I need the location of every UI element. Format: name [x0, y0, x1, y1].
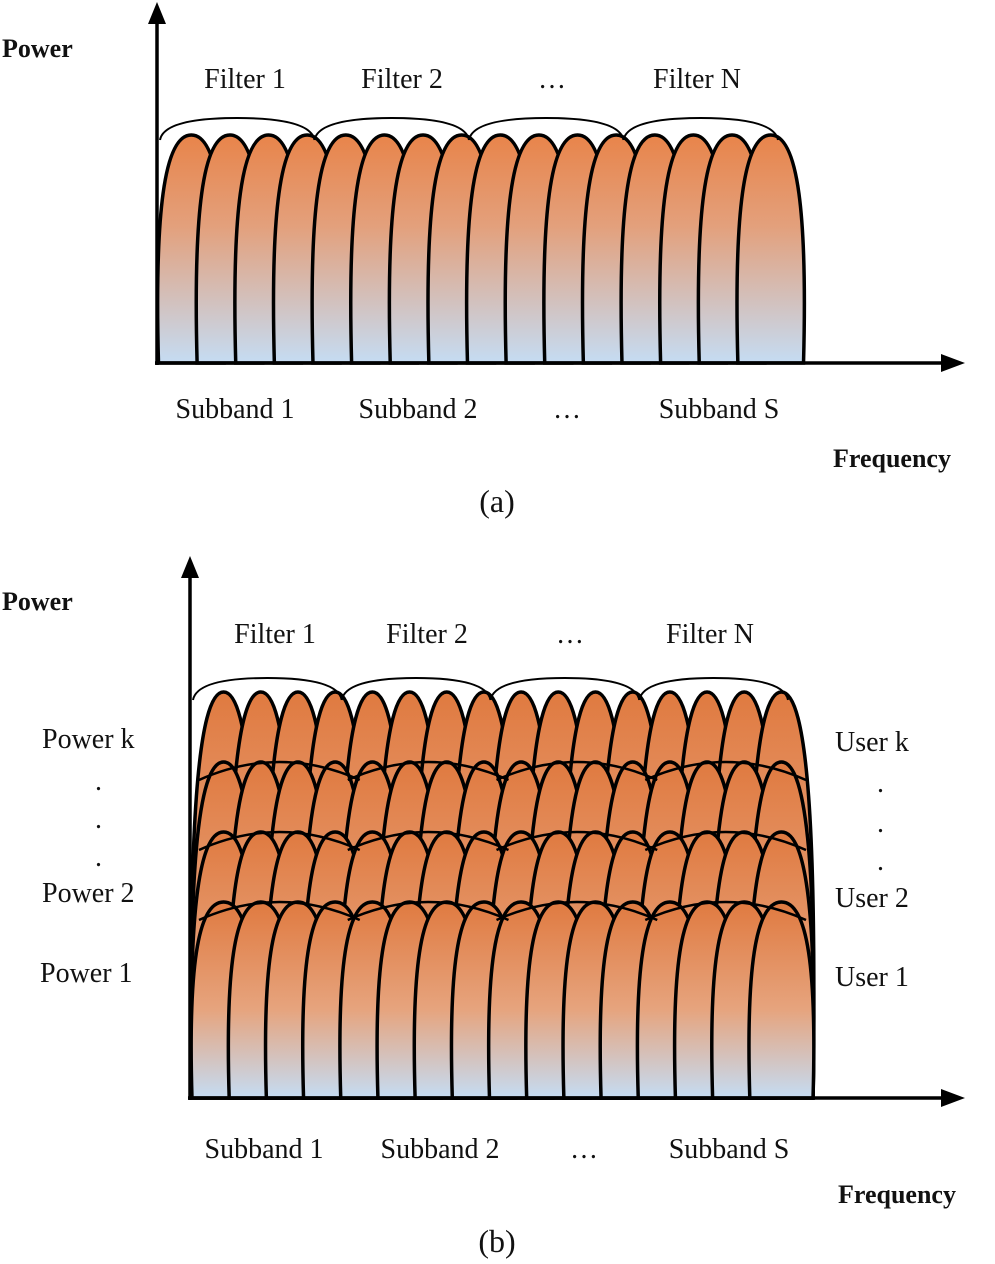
panel-b-left-label-dot-1: . — [95, 766, 102, 797]
panel-b-right-label-dot-3: . — [877, 846, 884, 877]
panel-b-left-label-dot-2: . — [95, 804, 102, 835]
panel-b-lobes — [189, 690, 816, 1100]
panel-a-filter-brace-3 — [468, 116, 625, 141]
panel-a-subband-label-s: Subband S — [659, 394, 780, 425]
panel-b-layer-arc-1-2 — [347, 900, 510, 922]
panel-a-filter-brace-1 — [159, 116, 316, 141]
panel-b-filter-braces — [192, 676, 789, 701]
panel-a-filter-label-1: Filter 1 — [204, 64, 286, 95]
panel-a-y-axis-label: Power — [2, 34, 73, 63]
panel-b-layer-arc-3-2 — [347, 760, 510, 782]
panel-b-layer-arc-2-4 — [644, 830, 807, 852]
panel-a-filter-label-2: Filter 2 — [361, 64, 443, 95]
panel-b-layer-arc-2-3 — [495, 830, 658, 852]
panel-a-subband-label-1: Subband 1 — [176, 394, 295, 425]
panel-b-filter-brace-3 — [489, 676, 641, 701]
panel-a-filter-label-n: Filter N — [653, 64, 741, 95]
panel-b-filter-label-ellipsis: … — [556, 619, 584, 650]
panel-b-right-label-dot-1: . — [877, 768, 884, 799]
panel-b-right-label-user-1: User 1 — [835, 962, 909, 993]
panel-b-left-label-power-k: Power k — [42, 724, 135, 755]
panel-a-filter-brace-4 — [622, 116, 779, 141]
panel-b-caption: (b) — [478, 1223, 515, 1259]
panel-b: Power Frequency Filter 1 Filter 2 … Filt… — [2, 556, 965, 1259]
panel-b-left-label-dot-3: . — [95, 842, 102, 873]
panel-b-right-label-user-k: User k — [835, 727, 909, 758]
panel-b-subband-label-1: Subband 1 — [205, 1134, 324, 1165]
panel-a-subband-label-2: Subband 2 — [359, 394, 478, 425]
panel-b-right-label-user-2: User 2 — [835, 883, 909, 914]
panel-b-y-axis-arrowhead — [181, 556, 199, 578]
panel-b-layer-arc-3-4 — [644, 760, 807, 782]
panel-a-lobes — [155, 133, 807, 365]
panel-b-filter-brace-4 — [638, 676, 789, 701]
panel-a-subband-label-ellipsis: … — [553, 394, 581, 425]
panel-b-layer-arc-2-2 — [347, 830, 510, 852]
panel-a-y-axis-arrowhead — [148, 2, 166, 24]
panel-b-right-label-dot-2: . — [877, 808, 884, 839]
panel-a-filter-braces — [159, 116, 779, 141]
panel-b-y-axis-label: Power — [2, 587, 73, 616]
panel-b-filter-label-n: Filter N — [666, 619, 754, 650]
panel-b-layer-arc-2-1 — [198, 830, 361, 852]
panel-b-x-axis-arrowhead — [941, 1089, 965, 1107]
panel-b-layer-arc-1-4 — [644, 900, 807, 922]
panel-b-subband-label-ellipsis: … — [570, 1134, 598, 1165]
panel-a-filter-label-ellipsis: … — [538, 64, 566, 95]
panel-a-filter-brace-2 — [313, 116, 470, 141]
panel-b-subband-label-s: Subband S — [669, 1134, 790, 1165]
panel-b-layer-arc-3-1 — [198, 760, 361, 782]
panel-b-lobe-layer1-16 — [747, 900, 816, 1100]
panel-a: Power Frequency Filter 1 Filter 2 … Filt… — [2, 2, 965, 519]
panel-b-filter-brace-2 — [340, 676, 492, 701]
panel-a-x-axis-arrowhead — [941, 354, 965, 372]
panel-b-layer-arc-1-1 — [198, 900, 361, 922]
panel-b-filter-label-2: Filter 2 — [386, 619, 468, 650]
panel-b-x-axis-label: Frequency — [838, 1180, 956, 1209]
panel-b-filter-label-1: Filter 1 — [234, 619, 316, 650]
panel-b-filter-brace-1 — [192, 676, 343, 701]
panel-a-caption: (a) — [479, 483, 515, 519]
panel-b-layer-arc-3-3 — [495, 760, 658, 782]
panel-a-x-axis-label: Frequency — [833, 444, 951, 473]
panel-b-left-label-power-1: Power 1 — [40, 958, 133, 989]
panel-b-layer-arc-1-3 — [495, 900, 658, 922]
panel-b-layer-arcs — [198, 760, 807, 922]
panel-b-subband-label-2: Subband 2 — [381, 1134, 500, 1165]
panel-b-left-label-power-2: Power 2 — [42, 878, 135, 909]
panel-a-lobe-layer1-16 — [735, 133, 807, 365]
